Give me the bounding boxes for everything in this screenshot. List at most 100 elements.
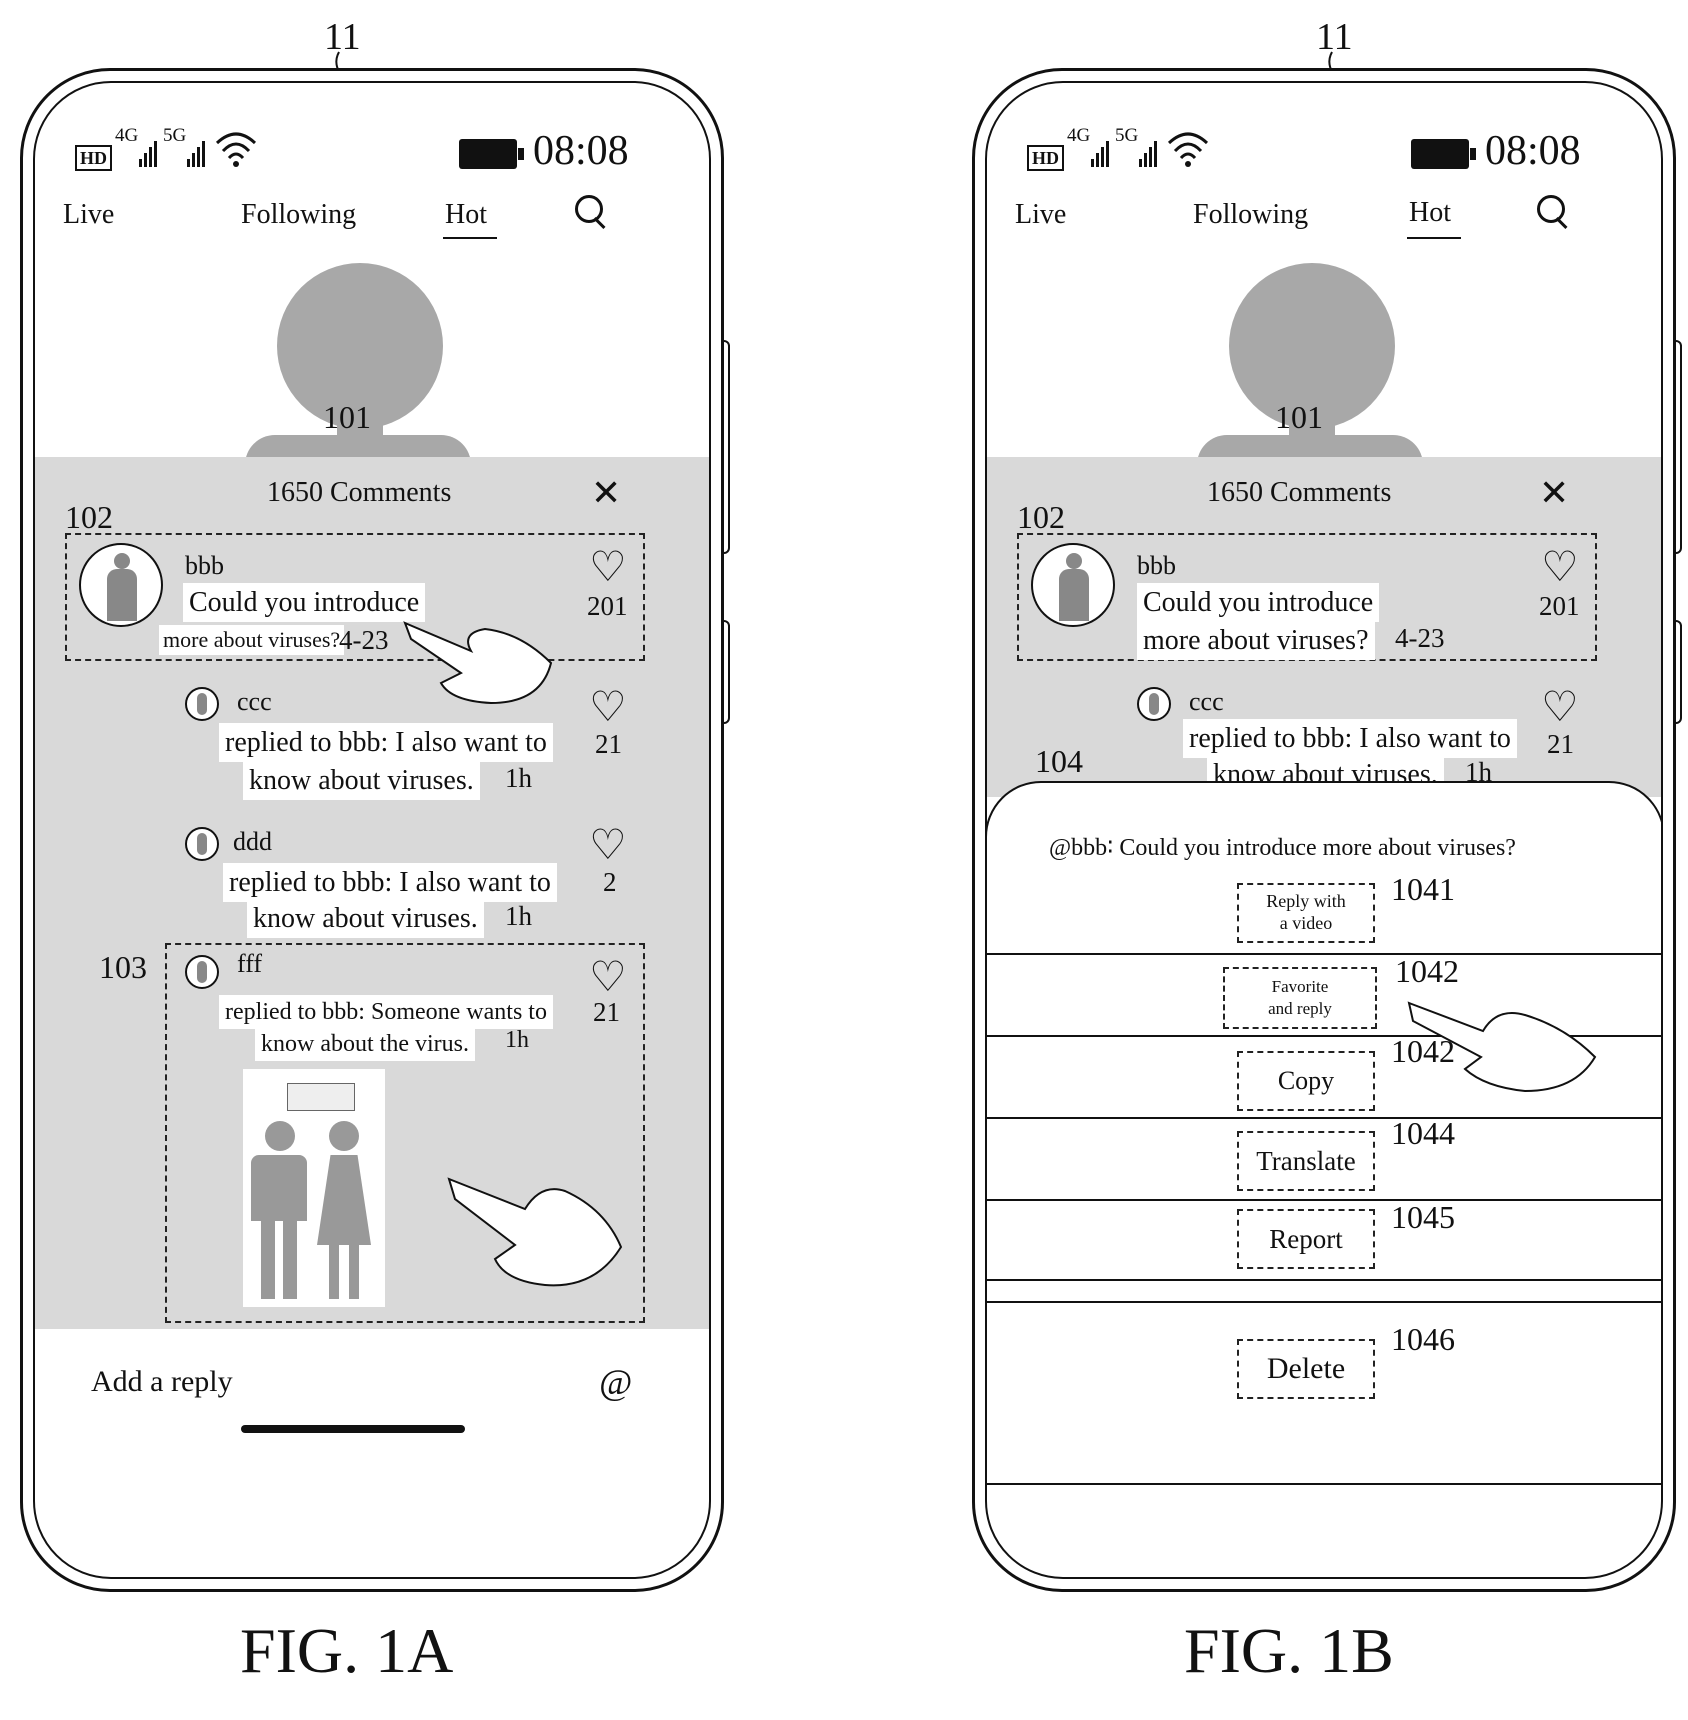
tab-hot-underline (443, 237, 497, 239)
hand-pointer-icon (401, 603, 581, 713)
hd-icon: HD (1027, 145, 1064, 171)
figure-label: FIG. 1B (1184, 1614, 1394, 1688)
tab-hot[interactable]: Hot (1409, 197, 1451, 229)
phone-frame: HD 4G 5G 08:08 Live Following Hot 10 (20, 68, 724, 1592)
woman-figure-leg (349, 1243, 359, 1299)
option-divider (987, 1199, 1661, 1201)
battery-icon (1411, 139, 1469, 169)
reply-username: ddd (233, 827, 272, 857)
home-indicator (241, 1425, 465, 1433)
ref-label-1042: 1042 (1395, 955, 1459, 987)
hand-pointer-icon (1405, 987, 1605, 1097)
option-divider (987, 1117, 1661, 1119)
reply-time: 1h (505, 1027, 529, 1054)
like-heart-icon[interactable]: ♡ (589, 687, 627, 729)
reply-text-line1[interactable]: replied to bbb: I also want to (219, 723, 553, 762)
man-figure-head (265, 1121, 295, 1151)
comments-title: 1650 Comments (1207, 477, 1391, 509)
avatar[interactable] (185, 955, 219, 989)
reply-image[interactable] (243, 1069, 385, 1307)
like-heart-icon[interactable]: ♡ (589, 825, 627, 867)
like-heart-icon[interactable]: ♡ (589, 957, 627, 999)
option-divider (987, 1279, 1661, 1281)
option-label: Favorite (1272, 976, 1329, 998)
comment-date: 4-23 (1395, 623, 1445, 654)
close-icon[interactable]: ✕ (591, 475, 621, 511)
ref-label-1045: 1045 (1391, 1201, 1455, 1233)
reply-with-video-button[interactable]: Reply with a video (1237, 883, 1375, 943)
option-divider (987, 953, 1661, 955)
signal-bars-icon (187, 141, 205, 167)
network-5g-label: 5G (1115, 125, 1138, 147)
translate-button[interactable]: Translate (1237, 1131, 1375, 1191)
reply-time: 1h (505, 901, 532, 932)
tab-live[interactable]: Live (1015, 199, 1066, 231)
reply-text-line1[interactable]: replied to bbb: Someone wants to (219, 995, 553, 1029)
reply-text-line1[interactable]: replied to bbb: I also want to (1183, 719, 1517, 758)
speech-bubble-icon (287, 1083, 355, 1111)
option-label: Copy (1278, 1066, 1334, 1096)
close-icon[interactable]: ✕ (1539, 475, 1569, 511)
battery-icon (459, 139, 517, 169)
option-label: Reply with (1266, 891, 1346, 913)
reply-text-line2[interactable]: know about viruses. (243, 761, 480, 800)
woman-figure-leg (329, 1243, 339, 1299)
ref-label-1046: 1046 (1391, 1323, 1455, 1355)
woman-figure-dress (317, 1155, 371, 1245)
copy-button[interactable]: Copy (1237, 1051, 1375, 1111)
comment-text-line1[interactable]: Could you introduce (1137, 583, 1379, 622)
wifi-icon (1165, 127, 1211, 169)
option-label: Delete (1267, 1352, 1345, 1386)
tab-following[interactable]: Following (241, 199, 356, 231)
reply-text-line2[interactable]: know about the virus. (255, 1027, 475, 1061)
option-label: a video (1280, 913, 1332, 935)
avatar[interactable] (185, 827, 219, 861)
hand-pointer-icon (445, 1159, 635, 1299)
avatar[interactable] (1137, 687, 1171, 721)
like-count: 21 (595, 729, 622, 760)
comment-text-line2[interactable]: more about viruses? (1137, 621, 1375, 660)
avatar[interactable] (185, 687, 219, 721)
comment-text-line2[interactable]: more about viruses? (159, 625, 344, 655)
man-figure-body (251, 1155, 307, 1221)
like-count: 201 (1539, 591, 1580, 622)
like-heart-icon[interactable]: ♡ (1541, 687, 1579, 729)
at-mention-icon[interactable]: @ (599, 1361, 632, 1403)
status-time: 08:08 (1485, 127, 1581, 175)
search-icon[interactable] (575, 195, 603, 223)
like-heart-icon[interactable]: ♡ (1541, 547, 1579, 589)
search-icon[interactable] (1537, 195, 1565, 223)
delete-button[interactable]: Delete (1237, 1339, 1375, 1399)
ref-label-101: 101 (323, 401, 371, 433)
network-4g-label: 4G (115, 125, 138, 147)
ref-label-102: 102 (65, 501, 113, 533)
like-heart-icon[interactable]: ♡ (589, 547, 627, 589)
reply-text-line2[interactable]: know about viruses. (247, 899, 484, 938)
like-count: 2 (603, 867, 617, 898)
reply-text-line1[interactable]: replied to bbb: I also want to (223, 863, 557, 902)
option-divider (987, 1301, 1661, 1303)
tab-hot-underline (1407, 237, 1461, 239)
tab-live[interactable]: Live (63, 199, 114, 231)
ref-label-1044: 1044 (1391, 1117, 1455, 1149)
comment-text-line1[interactable]: Could you introduce (183, 583, 425, 622)
tab-following[interactable]: Following (1193, 199, 1308, 231)
like-count: 21 (1547, 729, 1574, 760)
signal-bars-icon (1139, 141, 1157, 167)
avatar[interactable] (1031, 543, 1115, 627)
phone-screen: HD 4G 5G 08:08 Live Following Hot 10 (985, 81, 1663, 1579)
reply-username: fff (237, 949, 262, 979)
reply-username: ccc (237, 687, 272, 717)
report-button[interactable]: Report (1237, 1209, 1375, 1269)
reply-time: 1h (505, 763, 532, 794)
tab-hot[interactable]: Hot (445, 199, 487, 231)
ref-label-1041: 1041 (1391, 873, 1455, 905)
reply-input[interactable]: Add a reply (91, 1365, 233, 1399)
comments-title: 1650 Comments (267, 477, 451, 509)
comment-username: bbb (1137, 551, 1176, 581)
favorite-and-reply-button[interactable]: Favorite and reply (1223, 967, 1377, 1029)
network-5g-label: 5G (163, 125, 186, 147)
avatar[interactable] (79, 543, 163, 627)
sheet-title: @bbb∶ Could you introduce more about vir… (1049, 833, 1516, 862)
like-count: 21 (593, 997, 620, 1028)
